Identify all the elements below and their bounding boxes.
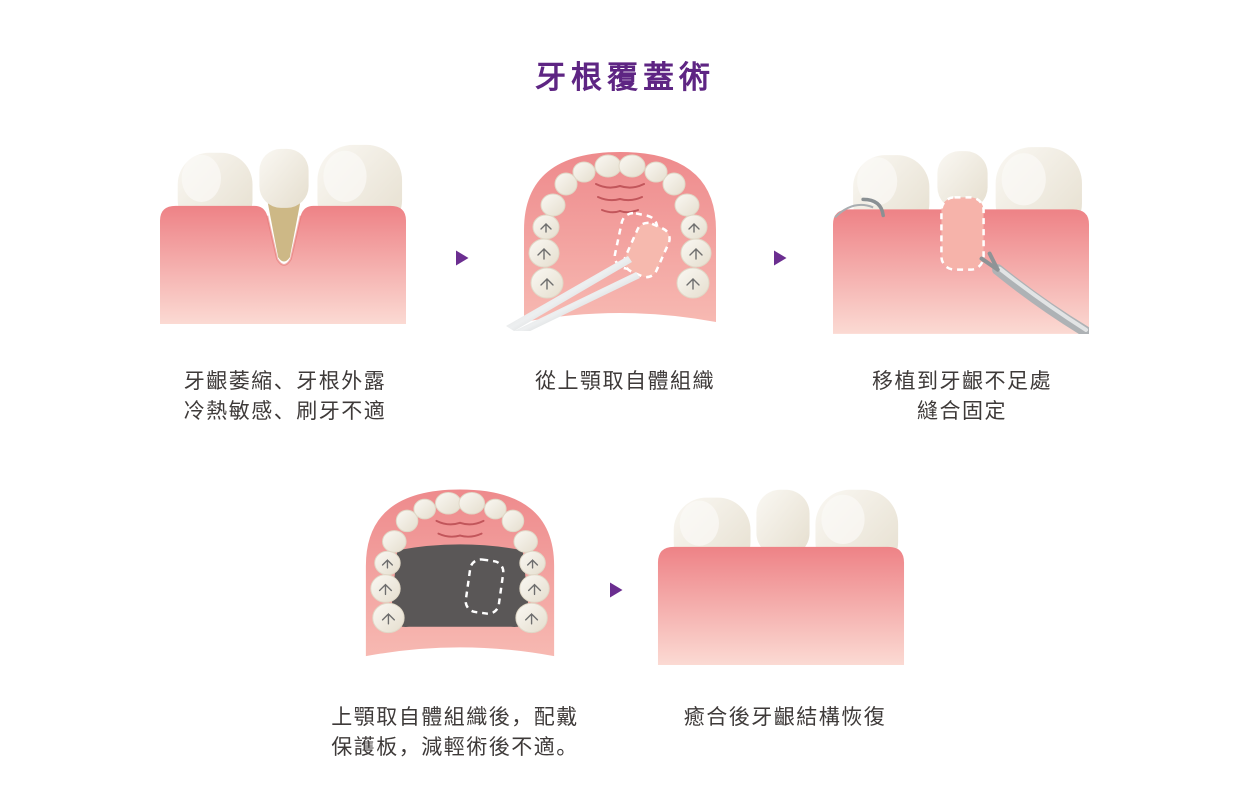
tweezers bbox=[506, 256, 640, 331]
suture-needle bbox=[834, 197, 885, 219]
caption-line: 縫合固定 bbox=[917, 399, 1007, 424]
step1-panel bbox=[160, 137, 406, 324]
caption-line: 癒合後牙齦結構恢復 bbox=[683, 705, 887, 729]
step2-caption: 從上顎取自體組織 bbox=[480, 366, 770, 396]
step3-panel bbox=[833, 137, 1089, 334]
caption-line: 牙齦萎縮、牙根外露 bbox=[183, 369, 387, 393]
tooth-highlight bbox=[1001, 153, 1046, 206]
caption-line: 上顎取自體組織後，配戴 bbox=[331, 705, 579, 729]
donor-site-outline bbox=[464, 558, 505, 615]
gum bbox=[657, 546, 905, 665]
step1-caption: 牙齦萎縮、牙根外露 冷熱敏感、刷牙不適 bbox=[140, 366, 430, 427]
caption-line: 移植到牙齦不足處 bbox=[872, 369, 1052, 393]
tooth bbox=[937, 151, 988, 210]
step4-panel bbox=[342, 464, 578, 665]
tooth bbox=[259, 148, 309, 208]
caption-line: 保護板，減輕術後不適。 bbox=[331, 735, 579, 760]
caption-line: 冷熱敏感、刷牙不適 bbox=[183, 399, 387, 424]
tooth bbox=[756, 489, 810, 557]
step5-panel bbox=[655, 478, 907, 665]
graft-site bbox=[940, 196, 985, 271]
protective-plate-illustration bbox=[364, 488, 556, 658]
palate-harvest-illustration bbox=[506, 151, 717, 331]
needle-holder bbox=[979, 251, 1089, 334]
exposed-root bbox=[267, 196, 301, 262]
graft-suture-illustration bbox=[833, 147, 1089, 334]
page-title: 牙根覆蓋術 bbox=[535, 60, 715, 96]
healed-gums-illustration bbox=[657, 489, 905, 665]
tooth-highlight bbox=[857, 157, 898, 206]
tooth-highlight bbox=[821, 494, 865, 544]
tooth-highlight bbox=[323, 150, 367, 202]
step4-caption: 上顎取自體組織後，配戴 保護板，減輕術後不適。 bbox=[295, 702, 615, 763]
protective-plate bbox=[391, 544, 529, 627]
step5-caption: 癒合後牙齦結構恢復 bbox=[630, 702, 940, 732]
step2-panel bbox=[500, 126, 740, 331]
caption-line: 從上顎取自體組織 bbox=[535, 369, 715, 393]
tooth-highlight bbox=[679, 500, 719, 546]
tooth-highlight bbox=[181, 154, 222, 202]
receding-gums-illustration bbox=[160, 144, 406, 324]
arrow-right-icon bbox=[772, 249, 788, 267]
gum bbox=[833, 209, 1089, 334]
step3-caption: 移植到牙齦不足處 縫合固定 bbox=[817, 366, 1107, 427]
arrow-right-icon bbox=[608, 581, 624, 599]
gum-recession-edge bbox=[266, 215, 302, 266]
arrow-right-icon bbox=[454, 249, 470, 267]
